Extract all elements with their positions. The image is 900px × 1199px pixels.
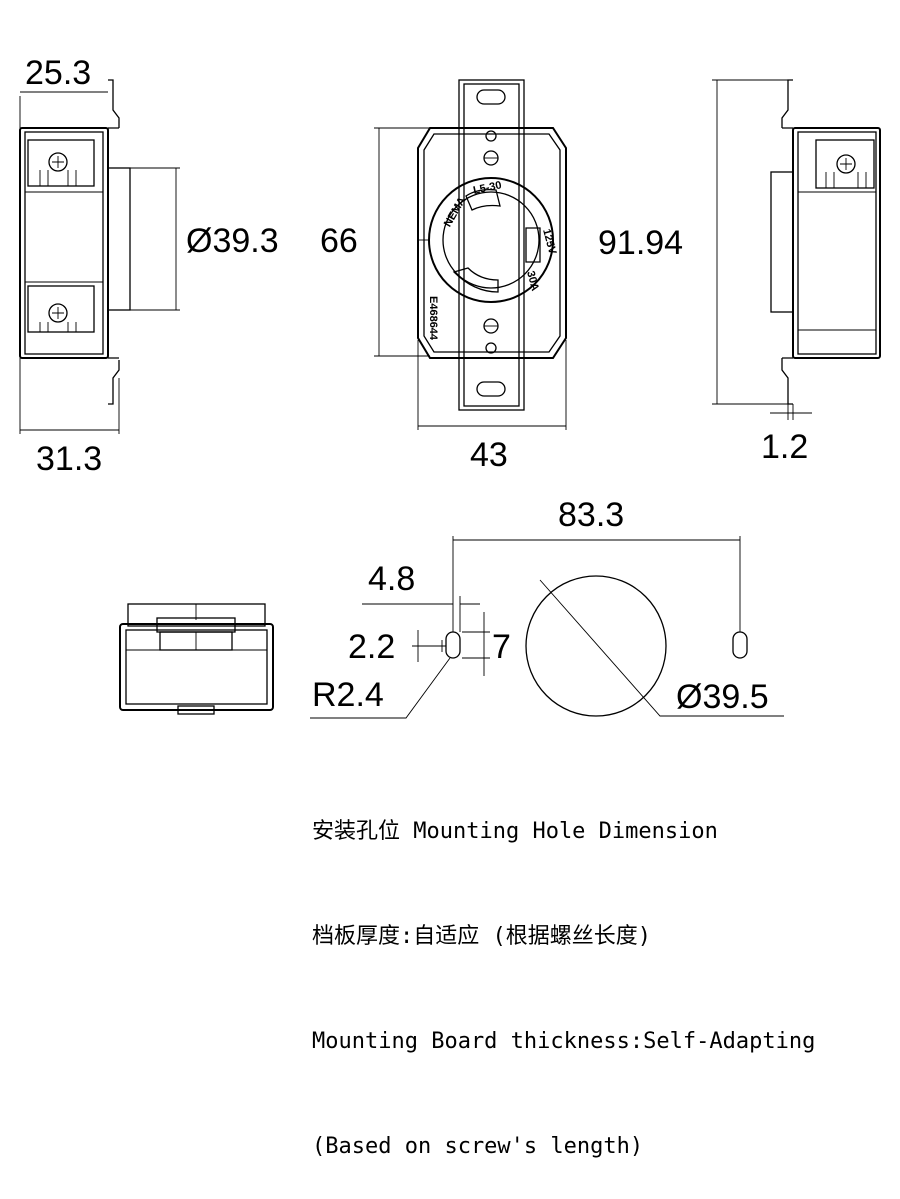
front-view xyxy=(417,79,567,411)
note-screw-length: (Based on screw's length) xyxy=(312,1134,644,1159)
notes-block: 安装孔位 Mounting Hole Dimension 档板厚度:自适应 (根… xyxy=(312,744,815,1199)
dim-slot-width: 2.2 xyxy=(348,628,395,666)
dim-plate-height: 91.94 xyxy=(598,224,683,262)
dim-plate-thickness: 1.2 xyxy=(761,428,808,466)
marking-current: 30A xyxy=(524,270,541,293)
note-mounting-hole: 安装孔位 Mounting Hole Dimension xyxy=(312,819,718,844)
side-view-right xyxy=(712,79,881,420)
front-view-dims xyxy=(374,127,567,430)
note-board-thickness-en: Mounting Board thickness:Self-Adapting xyxy=(312,1029,816,1054)
marking-cert: E468644 xyxy=(427,296,439,341)
dim-side-top-width: 25.3 xyxy=(25,54,91,92)
mounting-hole-view xyxy=(310,536,784,719)
dim-hole-span: 83.3 xyxy=(558,496,624,534)
technical-drawing: NEMA L5-30 125V 30A E468644 xyxy=(19,54,881,719)
dim-front-height: 66 xyxy=(320,222,358,260)
dim-side-diameter: Ø39.3 xyxy=(186,222,279,260)
dim-hole-diameter: Ø39.5 xyxy=(676,678,769,716)
dim-front-width: 43 xyxy=(470,436,508,474)
dim-slot-height: 7 xyxy=(492,628,511,666)
dim-slot-offset: 4.8 xyxy=(368,560,415,598)
note-board-thickness-cn: 档板厚度:自适应 (根据螺丝长度) xyxy=(312,924,651,949)
dim-slot-radius: R2.4 xyxy=(312,676,384,714)
bottom-view xyxy=(119,603,274,715)
dim-side-bottom-width: 31.3 xyxy=(36,440,102,478)
marking-voltage: 125V xyxy=(540,228,558,257)
side-view-left xyxy=(19,79,180,434)
marking-type: L5-30 xyxy=(472,179,503,197)
